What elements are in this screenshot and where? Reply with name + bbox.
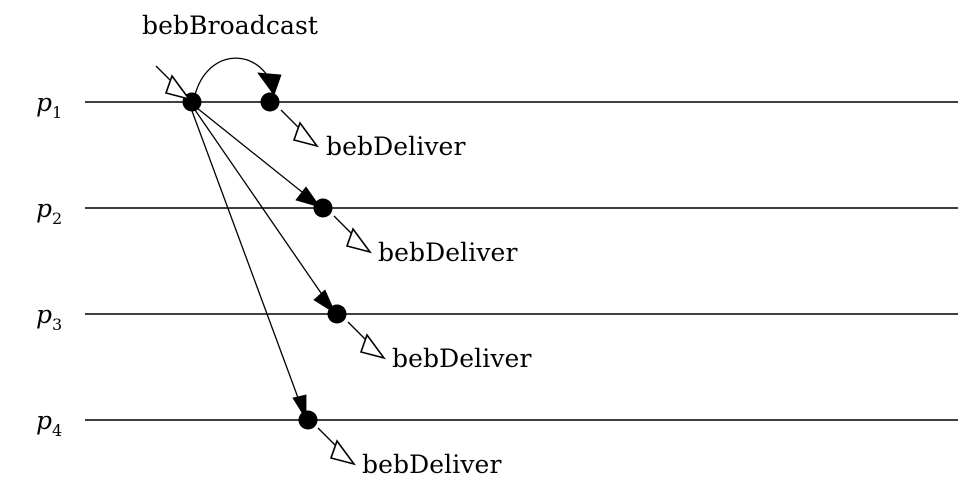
process-label-p1-name: p — [36, 88, 52, 117]
indication-arrowhead-open-icon-p4 — [329, 439, 356, 466]
deliver-label-p3: bebDeliver — [392, 344, 532, 373]
event-dot-deliver-p3[interactable] — [327, 304, 347, 324]
indication-arrowhead-open-icon-p1 — [292, 121, 319, 148]
broadcast-label: bebBroadcast — [142, 11, 318, 40]
message-arrows-group — [191, 57, 336, 421]
message-arrow-p1-p3 — [194, 109, 333, 310]
event-labels-group: bebBroadcast bebDeliver bebDeliver bebDe… — [142, 11, 532, 478]
event-dot-deliver-p2[interactable] — [313, 198, 333, 218]
process-label-p4-index: 4 — [52, 421, 62, 440]
process-label-p3-index: 3 — [52, 315, 62, 334]
message-arrow-p1-p4 — [191, 110, 305, 415]
process-label-p1-index: 1 — [52, 103, 62, 122]
message-arrowhead-p1-p2 — [295, 186, 321, 208]
deliver-label-p2: bebDeliver — [378, 238, 518, 267]
message-arrow-p1-self — [194, 57, 273, 96]
message-arrowhead-p1-p3 — [313, 289, 336, 315]
process-label-p2: p2 — [36, 194, 62, 228]
message-arrow-p1-p2 — [196, 107, 318, 205]
deliver-label-p4: bebDeliver — [362, 450, 502, 478]
indication-arrowhead-open-icon-p2 — [345, 227, 372, 254]
process-label-p3-name: p — [36, 300, 52, 329]
event-dot-deliver-p1[interactable] — [260, 92, 280, 112]
process-label-p1: p1 — [36, 88, 62, 122]
request-arrowhead-open-icon — [164, 74, 191, 101]
process-label-p2-index: 2 — [52, 209, 62, 228]
process-labels-group: p1 p2 p3 p4 — [36, 88, 62, 440]
deliver-label-p1: bebDeliver — [326, 132, 466, 161]
event-dot-deliver-p4[interactable] — [298, 410, 318, 430]
process-label-p2-name: p — [36, 194, 52, 223]
process-label-p4-name: p — [36, 406, 52, 435]
event-dots-group — [182, 92, 347, 430]
process-label-p4: p4 — [36, 406, 62, 440]
indication-arrowhead-open-icon-p3 — [359, 333, 386, 360]
message-arrowhead-p1-self — [257, 72, 282, 96]
process-axes-group — [85, 101, 958, 421]
indication-arrows-group — [155, 65, 386, 466]
process-label-p3: p3 — [36, 300, 62, 334]
